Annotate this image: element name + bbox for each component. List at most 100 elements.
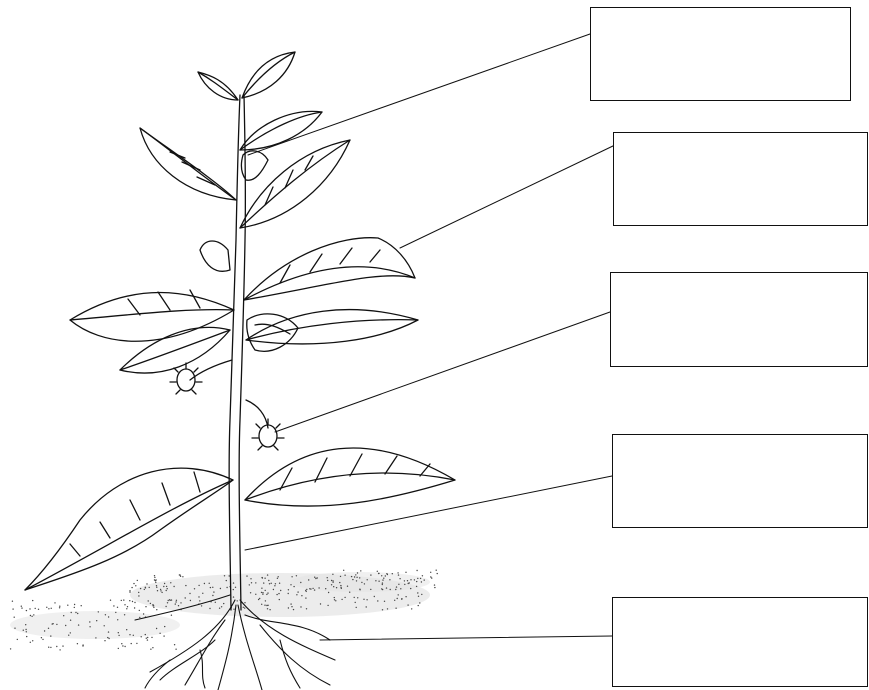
- soil-dot: [104, 625, 105, 626]
- soil-dot: [167, 588, 168, 589]
- soil-dot: [422, 575, 423, 576]
- label-box-flower[interactable]: [590, 7, 851, 101]
- soil-dot: [168, 600, 169, 601]
- soil-dot: [416, 586, 417, 587]
- soil-dot: [141, 636, 142, 637]
- soil-dot: [78, 624, 79, 625]
- leaf-lower-right: [245, 448, 455, 506]
- label-box-stem[interactable]: [612, 434, 868, 528]
- soil-dot: [404, 584, 405, 585]
- soil-dot: [54, 602, 55, 603]
- soil-dot: [124, 614, 125, 615]
- soil-dot: [174, 644, 175, 645]
- soil-dot: [265, 600, 266, 601]
- soil-dot: [266, 605, 267, 606]
- soil-dot: [262, 594, 263, 595]
- soil-dot: [327, 580, 328, 581]
- soil-dot: [308, 579, 309, 580]
- soil-dot: [355, 602, 356, 603]
- soil-dot: [89, 621, 90, 622]
- soil-dot: [258, 599, 259, 600]
- soil-dot: [189, 593, 190, 594]
- soil-dot: [56, 646, 57, 647]
- soil-dot: [290, 584, 291, 585]
- soil-dot: [246, 575, 247, 576]
- soil-dot: [26, 610, 27, 611]
- soil-dot: [341, 599, 342, 600]
- soil-dot: [363, 599, 364, 600]
- soil-dot: [70, 620, 71, 621]
- soil-dot: [340, 585, 341, 586]
- soil-dot: [291, 576, 292, 577]
- label-box-fruit[interactable]: [610, 272, 868, 367]
- soil-dot: [163, 635, 164, 636]
- soil-dot: [180, 576, 181, 577]
- soil-dot: [436, 570, 437, 571]
- soil-dot: [387, 608, 388, 609]
- soil-dot: [146, 638, 147, 639]
- soil-dot: [190, 600, 191, 601]
- soil-dot: [108, 616, 109, 617]
- soil-dot: [315, 578, 316, 579]
- soil-dot: [300, 582, 301, 583]
- soil-dot: [434, 584, 435, 585]
- soil-dot: [154, 577, 155, 578]
- soil-dot: [219, 608, 220, 609]
- soil-dot: [126, 608, 127, 609]
- flower-left: [200, 241, 230, 271]
- soil-dot: [122, 645, 123, 646]
- soil-dot: [314, 589, 315, 590]
- soil-dot: [74, 604, 75, 605]
- soil-dot: [198, 596, 199, 597]
- soil: [10, 572, 430, 639]
- soil-dot: [145, 634, 146, 635]
- soil-dot: [370, 589, 371, 590]
- soil-dot: [210, 587, 211, 588]
- soil-dot: [437, 573, 438, 574]
- soil-dot: [306, 591, 307, 592]
- soil-dot: [71, 612, 72, 613]
- soil-dot: [305, 597, 306, 598]
- soil-dot: [212, 587, 213, 588]
- soil-dot: [278, 576, 279, 577]
- soil-dot: [124, 604, 125, 605]
- soil-dot: [138, 595, 139, 596]
- soil-dot: [279, 583, 280, 584]
- soil-dot: [138, 592, 139, 593]
- soil-dot: [173, 586, 174, 587]
- soil-dot: [121, 643, 122, 644]
- soil-dot: [215, 602, 216, 603]
- soil-dot: [398, 584, 399, 585]
- soil-dot: [156, 628, 157, 629]
- soil-dot: [152, 647, 153, 648]
- soil-dot: [166, 590, 167, 591]
- soil-dot: [212, 595, 213, 596]
- soil-dot: [144, 589, 145, 590]
- label-box-leaf[interactable]: [613, 132, 868, 226]
- soil-dot: [420, 578, 421, 579]
- soil-dot: [318, 587, 319, 588]
- soil-dot: [10, 648, 11, 649]
- soil-dot: [156, 587, 157, 588]
- soil-dot: [131, 643, 132, 644]
- soil-dot: [46, 607, 47, 608]
- soil-dot: [244, 607, 245, 608]
- soil-dot: [430, 576, 431, 577]
- fruit-left: [177, 369, 195, 391]
- soil-dot: [386, 587, 387, 588]
- soil-dot: [385, 575, 386, 576]
- soil-dot: [408, 583, 409, 584]
- soil-dot: [375, 580, 376, 581]
- soil-dot: [251, 582, 252, 583]
- soil-dot: [32, 640, 33, 641]
- soil-dot: [417, 592, 418, 593]
- soil-dot: [374, 596, 375, 597]
- soil-dot: [267, 605, 268, 606]
- soil-dot: [396, 586, 397, 587]
- soil-dot: [261, 604, 262, 605]
- soil-dot: [360, 570, 361, 571]
- label-box-roots[interactable]: [612, 597, 868, 687]
- soil-dot: [233, 589, 234, 590]
- soil-dot: [366, 599, 367, 600]
- soil-dot: [48, 608, 49, 609]
